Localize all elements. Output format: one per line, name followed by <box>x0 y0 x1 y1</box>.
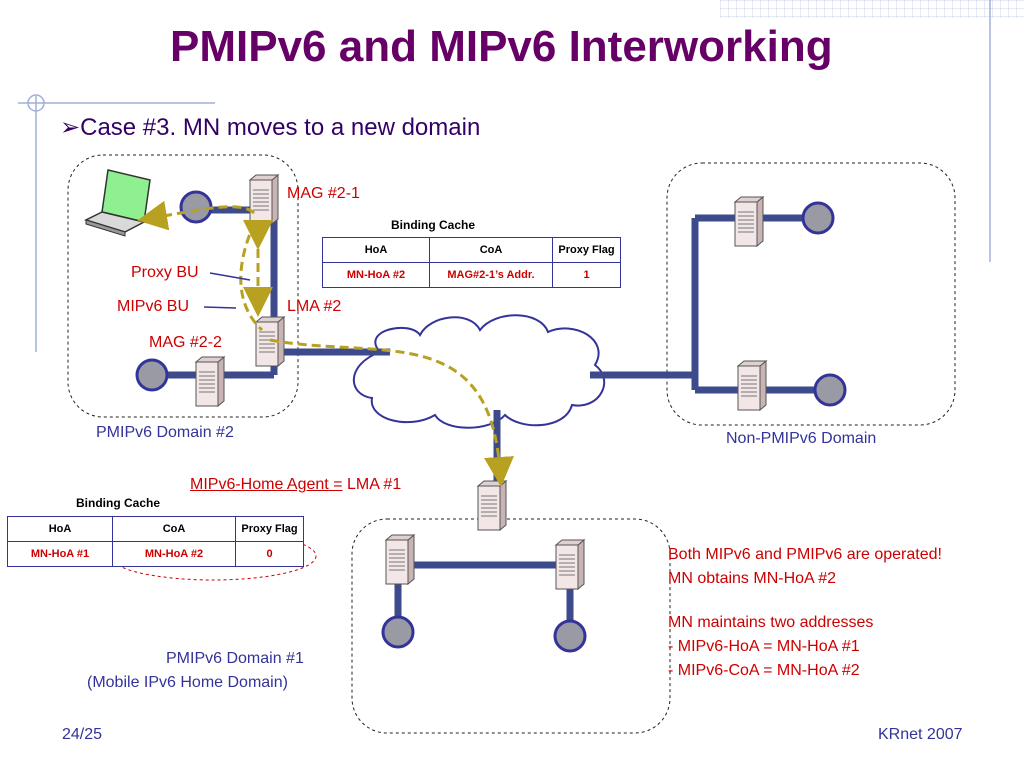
nonpmip-node-bottom <box>813 373 847 407</box>
domain1-label-line1: PMIPv6 Domain #1 <box>166 650 304 667</box>
internet-cloud <box>352 314 606 429</box>
binding-cache-top-table: HoA CoA Proxy Flag MN-HoA #2 MAG#2-1’s A… <box>322 237 621 288</box>
mag22-server <box>195 356 225 407</box>
domain1-server-left <box>385 534 415 585</box>
bc-bottom-header-hoa: HoA <box>7 516 113 542</box>
bc-top-value-proxy-flag: 1 <box>552 262 621 288</box>
bc-top-header-proxy-flag: Proxy Flag <box>552 237 621 263</box>
bc-top-header-coa: CoA <box>429 237 553 263</box>
bc-bottom-value-coa: MN-HoA #2 <box>112 541 236 567</box>
bc-top-value-hoa: MN-HoA #2 <box>322 262 430 288</box>
mipv6-bu-label: MIPv6 BU <box>117 298 190 315</box>
mag21-server <box>249 174 279 225</box>
mag22-label: MAG #2-2 <box>149 334 222 351</box>
domain1-server-right <box>555 539 585 590</box>
bc-bottom-value-proxy-flag: 0 <box>235 541 304 567</box>
home-agent-prefix: MIPv6-Home Agent = <box>190 476 343 493</box>
note-line-2: MN obtains MN-HoA #2 <box>668 570 837 587</box>
home-agent-label: MIPv6-Home Agent = LMA #1 <box>190 476 401 494</box>
home-agent-value: LMA #1 <box>342 476 402 493</box>
nonpmip-server-bottom <box>737 360 767 411</box>
rule-circle <box>27 94 45 112</box>
page-number: 24/25 <box>62 726 103 743</box>
bc-bottom-header-coa: CoA <box>112 516 236 542</box>
slide-title: PMIPv6 and MIPv6 Interworking <box>170 22 833 71</box>
non-pmipv6-label: Non-PMIPv6 Domain <box>726 430 877 447</box>
binding-cache-bottom-caption: Binding Cache <box>76 496 161 510</box>
proxy-bu-label: Proxy BU <box>131 264 199 281</box>
grid-decoration <box>720 0 1024 18</box>
case-bullet: ➢Case #3. MN moves to a new domain <box>60 114 481 141</box>
note-line-1: Both MIPv6 and PMIPv6 are operated! <box>668 546 942 563</box>
bc-top-header-hoa: HoA <box>322 237 430 263</box>
bc-top-value-coa: MAG#2-1’s Addr. <box>429 262 553 288</box>
mag21-label: MAG #2-1 <box>287 185 360 202</box>
note-line-4: - MIPv6-HoA = MN-HoA #1 <box>668 638 860 655</box>
bc-bottom-header-proxy-flag: Proxy Flag <box>235 516 304 542</box>
note-line-3: MN maintains two addresses <box>668 614 874 631</box>
nonpmip-node-top <box>801 201 835 235</box>
lma1-server <box>477 480 507 531</box>
pmipv6-domain-1-box <box>351 518 671 734</box>
domain2-label: PMIPv6 Domain #2 <box>96 424 234 441</box>
pmipv6-domain-2-box <box>67 154 299 418</box>
mag22-node <box>135 358 169 392</box>
footer-event: KRnet 2007 <box>878 726 963 743</box>
non-pmipv6-domain-box <box>666 162 956 426</box>
bc-bottom-value-hoa: MN-HoA #1 <box>7 541 113 567</box>
note-line-5: - MIPv6-CoA = MN-HoA #2 <box>668 662 860 679</box>
nonpmip-server-top <box>734 196 764 247</box>
mn-attachment-node <box>179 190 213 224</box>
binding-cache-top-caption: Binding Cache <box>391 218 476 232</box>
domain1-label-line2: (Mobile IPv6 Home Domain) <box>87 674 288 691</box>
domain1-node-right <box>553 619 587 653</box>
laptop-icon <box>83 169 151 237</box>
lma2-label: LMA #2 <box>287 298 342 315</box>
domain1-node-left <box>381 615 415 649</box>
binding-cache-bottom-table: HoA CoA Proxy Flag MN-HoA #1 MN-HoA #2 0 <box>7 516 304 567</box>
